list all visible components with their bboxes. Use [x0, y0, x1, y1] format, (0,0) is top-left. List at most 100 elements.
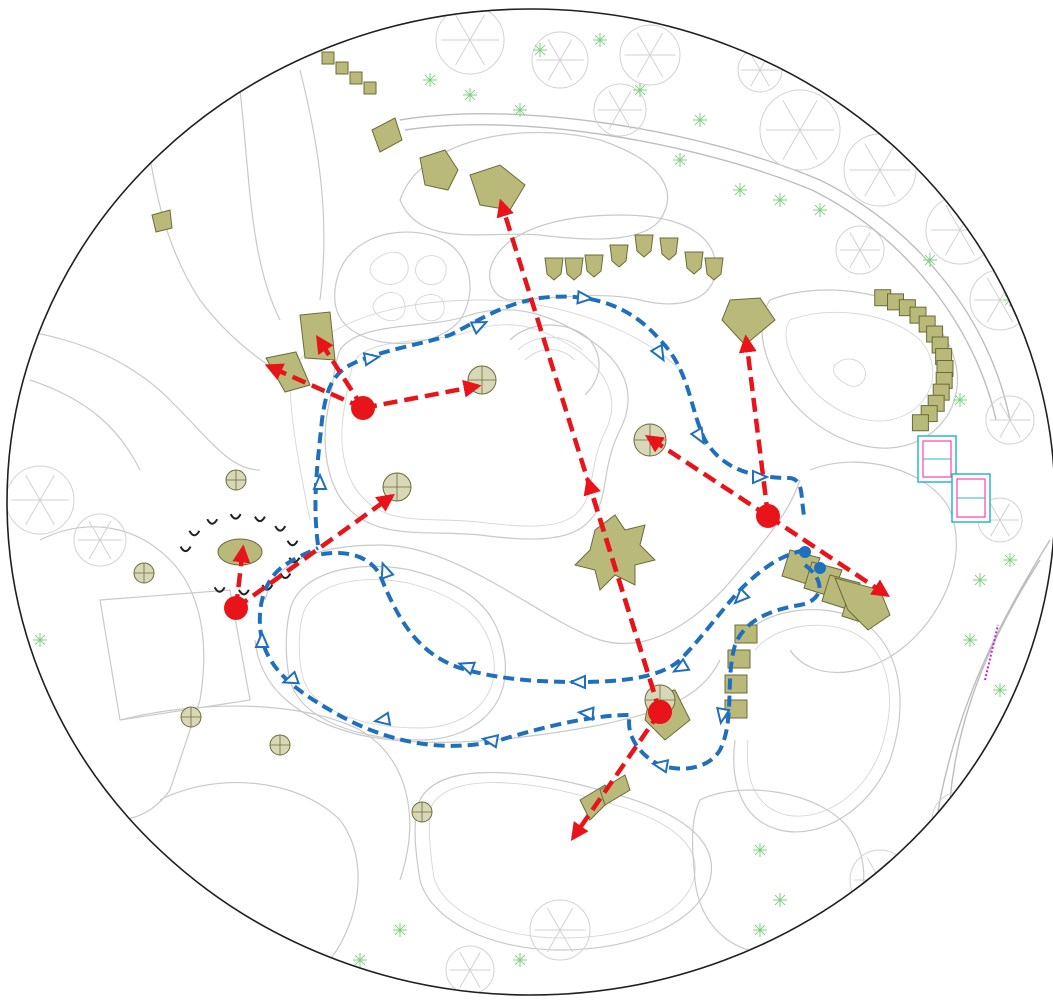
tree-branch: [459, 969, 471, 988]
tree-canopy-icon: [759, 89, 841, 171]
blue-arrowhead: [671, 657, 691, 673]
round-kiosks: [133, 365, 676, 823]
tree-branch: [39, 474, 55, 501]
boat-chevron-icon: [238, 589, 250, 596]
blue-arrowhead: [576, 289, 595, 305]
red-dashed-arrow-icon: [362, 379, 482, 411]
tree-branch: [986, 277, 1001, 301]
north-plaza-quad: [372, 291, 406, 322]
blue-dashed-arrow-icon: [650, 758, 670, 774]
small-block: [335, 61, 349, 75]
tree-branch: [866, 857, 881, 881]
tree-branch: [88, 520, 101, 541]
blue-dashed-arrow-icon: [380, 561, 395, 581]
boat-chevron-icon: [286, 540, 299, 547]
central-amphitheatre: [509, 324, 600, 396]
blue-arrowhead: [254, 630, 270, 648]
inner-ring-path: [289, 379, 311, 521]
north-garden: [399, 131, 669, 240]
red-dashed-arrow-icon: [738, 334, 771, 517]
tree-branch: [469, 969, 481, 988]
villa-unit: [684, 251, 704, 275]
north-plaza-quad: [415, 255, 447, 286]
tree-canopy-icon: [593, 83, 647, 137]
shrub-icon: [974, 574, 986, 586]
red-dashed-arrow-icon: [496, 198, 663, 713]
boat-chevron-icon: [254, 516, 266, 523]
tree-canopy-icon: [7, 465, 75, 535]
blue-arrowhead: [362, 351, 382, 367]
blue-nodes: [799, 546, 826, 574]
shrub-icon: [734, 184, 746, 196]
shrub-icon: [694, 114, 706, 126]
shrub-icon: [894, 864, 906, 876]
south-lake-inner: [428, 782, 696, 939]
blue-dashed-arrow-icon: [576, 706, 595, 722]
east-lake-2-inner: [746, 624, 890, 817]
shrub-icon: [964, 634, 976, 646]
blue-dashed-arrow-icon: [362, 351, 382, 367]
roadside-label: [984, 624, 999, 681]
tree-branch: [879, 143, 896, 171]
crescent-villa: [911, 414, 929, 432]
tree-canopy-icon: [985, 395, 1035, 445]
tree-branch: [636, 32, 651, 56]
tree-branch: [849, 232, 861, 251]
red-hub-circle-icon: [351, 396, 375, 420]
tree-branch: [559, 39, 573, 61]
red-hub-circle-icon: [224, 596, 248, 620]
shrub-icon: [754, 844, 766, 856]
tree-branch: [469, 952, 481, 971]
red-spoke-routes: [232, 198, 890, 841]
shrub-icon: [924, 254, 936, 266]
tree-branch: [864, 169, 881, 197]
shrub-icon: [774, 194, 786, 206]
shrub-icon: [534, 44, 546, 56]
blue-loop-north: [313, 294, 807, 546]
south-lake: [414, 771, 712, 951]
central-amphitheatre-rows: [517, 336, 583, 351]
tree-branch: [879, 169, 896, 197]
small-block: [363, 81, 377, 95]
boat-chevron-icon: [206, 518, 219, 525]
tree-branch: [1009, 419, 1021, 438]
tree-canopy-icon: [73, 513, 127, 567]
shrub-icon: [754, 924, 766, 936]
tree-branch: [999, 402, 1011, 421]
tree-branch: [849, 249, 861, 268]
blue-arrowhead: [649, 343, 665, 363]
plan-boundary-circle: [6, 8, 1053, 996]
shrub-icon: [864, 924, 876, 936]
tree-branch: [999, 503, 1010, 521]
blue-dashed-arrow-icon: [469, 320, 489, 336]
tree-branch: [990, 503, 1001, 521]
red-dashed-arrow-icon: [264, 363, 364, 411]
villa-block: [265, 351, 311, 393]
villa-unit: [704, 257, 724, 281]
west-block: [99, 589, 251, 721]
small-block: [349, 71, 363, 85]
villa-cluster: [419, 149, 459, 191]
west-lake-inner: [298, 579, 495, 729]
southwest-block: [159, 781, 359, 961]
tree-branch: [990, 519, 1001, 537]
blue-dashed-arrow-icon: [457, 661, 477, 676]
kiosk-block: [151, 209, 173, 233]
east-road-inner: [943, 559, 1041, 991]
inner-ring-path: [264, 479, 801, 645]
tree-branch: [759, 69, 770, 87]
red-dashed-arrow-icon: [766, 514, 890, 597]
small-block: [321, 51, 335, 65]
north-villa-band: [489, 214, 717, 305]
tree-branch: [947, 819, 961, 841]
lagoon-feature: [833, 358, 866, 387]
blue-arrowhead: [457, 661, 477, 676]
tree-branch: [469, 39, 485, 66]
sports-courts: [917, 435, 991, 523]
tree-branch: [945, 204, 961, 231]
red-dashed-arrow-icon: [570, 710, 662, 841]
shrub-icon: [814, 204, 826, 216]
tree-branch: [455, 14, 471, 41]
tree-branch: [945, 229, 961, 256]
